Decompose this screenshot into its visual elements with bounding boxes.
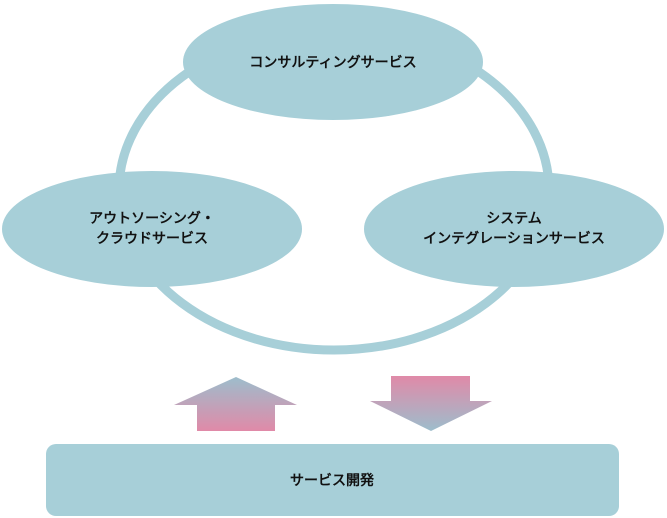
node-integration-shape	[364, 171, 664, 287]
node-outsourcing-shape	[2, 171, 302, 287]
base-service-development: サービス開発	[46, 444, 619, 516]
node-consulting-label: コンサルティングサービス	[249, 54, 416, 71]
node-outsourcing: アウトソーシング・ クラウドサービス	[2, 171, 302, 287]
arrow-down-icon	[370, 376, 492, 431]
node-integration-label-line1: システム	[486, 211, 542, 227]
node-integration: システム インテグレーションサービス	[364, 171, 664, 287]
node-consulting-shape	[183, 4, 483, 120]
base-bar-shape	[46, 444, 619, 516]
node-outsourcing-label-line1: アウトソーシング・	[89, 210, 215, 227]
base-bar-label: サービス開発	[290, 472, 375, 489]
arrow-up-icon	[174, 377, 297, 431]
node-outsourcing-label-line2: クラウドサービス	[96, 231, 208, 247]
node-integration-label-line2: インテグレーションサービス	[423, 230, 605, 247]
node-consulting: コンサルティングサービス	[183, 4, 483, 120]
